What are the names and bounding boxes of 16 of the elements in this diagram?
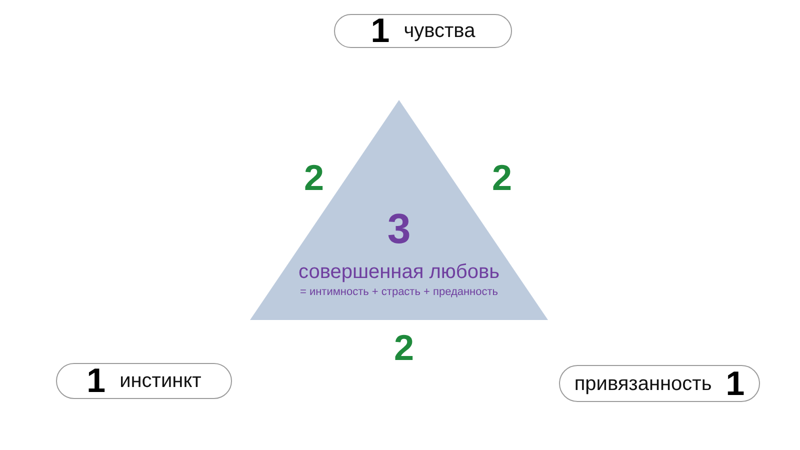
- rounded-pill: [56, 363, 232, 399]
- level-number: 1: [86, 364, 106, 398]
- triangle: [250, 100, 548, 320]
- component-label: чувства: [404, 21, 476, 41]
- rounded-pill: [334, 14, 512, 48]
- component-label: привязанность: [574, 374, 712, 394]
- level-number: 3: [387, 208, 411, 250]
- side-number: 2: [304, 160, 324, 196]
- rounded-pill: [559, 365, 760, 402]
- side-number: 2: [492, 160, 512, 196]
- triangle-formula: = интимность + страсть + преданность: [300, 286, 498, 300]
- component-label: инстинкт: [120, 371, 202, 391]
- side-number: 2: [394, 330, 414, 366]
- triangle-title: совершенная любовь: [298, 260, 500, 285]
- level-number: 1: [370, 14, 390, 48]
- level-number: 1: [726, 366, 745, 400]
